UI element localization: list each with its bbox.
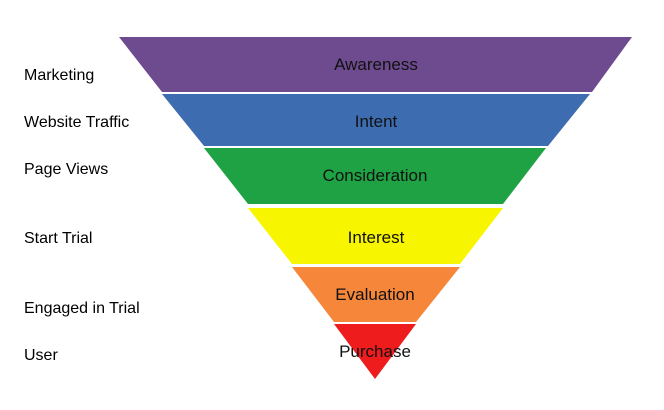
stage-label-evaluation: Evaluation [335,285,414,304]
funnel-stage-interest [248,208,503,264]
stage-label-purchase: Purchase [339,342,411,361]
side-label-engaged-in-trial: Engaged in Trial [24,300,140,317]
side-label-start-trial: Start Trial [24,230,93,247]
side-label-marketing: Marketing [24,67,95,84]
funnel-stage-consideration [204,148,546,204]
stage-label-intent: Intent [355,112,398,131]
stage-label-awareness: Awareness [334,55,418,74]
side-label-website-traffic: Website Traffic [24,114,130,131]
funnel-stage-purchase [334,324,416,379]
stage-label-consideration: Consideration [323,166,428,185]
funnel-stage-awareness [119,37,632,92]
side-label-user: User [24,347,58,364]
funnel-stage-evaluation [292,267,460,322]
side-label-page-views: Page Views [24,161,109,178]
funnel-stage-intent [162,94,590,146]
stage-label-interest: Interest [348,228,405,247]
